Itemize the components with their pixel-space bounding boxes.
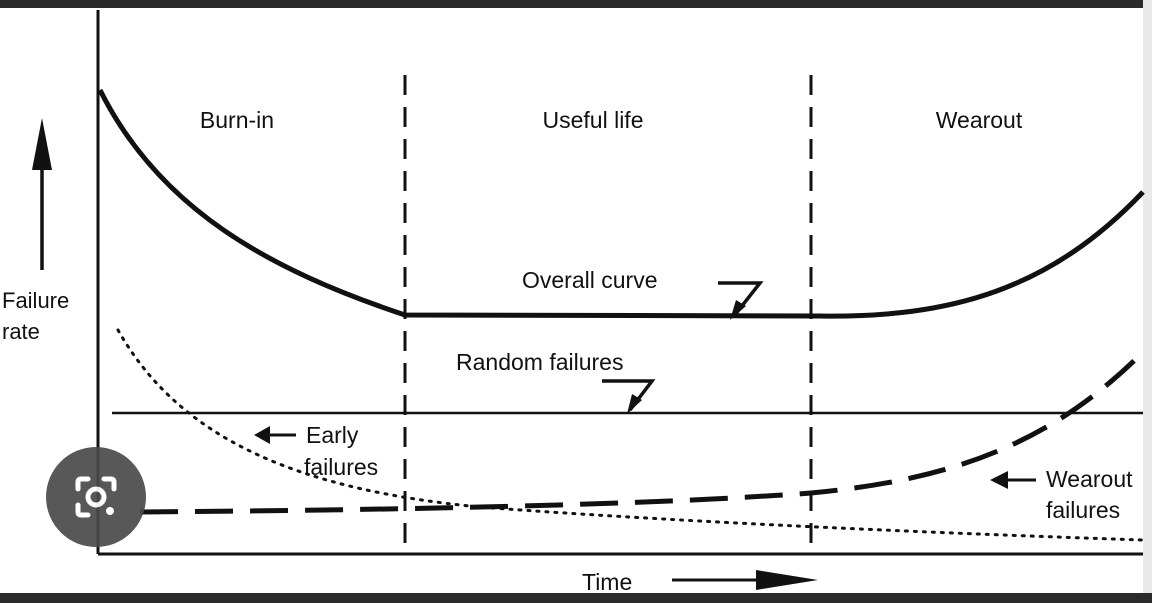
y-axis-label-line2: rate <box>2 319 40 344</box>
top-frame-bar <box>0 0 1152 8</box>
overall-curve-label: Overall curve <box>522 267 657 293</box>
y-axis-label-line1: Failure <box>2 288 69 313</box>
early-failures-pointer <box>254 426 296 444</box>
bottom-frame-bar <box>0 593 1152 603</box>
random-failures-pointer <box>602 379 656 414</box>
overall-curve <box>97 88 1145 319</box>
overall-curve-pointer <box>718 281 764 320</box>
random-failures-label: Random failures <box>456 349 623 375</box>
x-axis-arrow <box>672 570 818 590</box>
y-axis-arrow <box>32 118 52 270</box>
visual-search-button[interactable] <box>46 447 146 547</box>
wearout-failures-curve <box>139 350 1145 515</box>
early-failures-label-line1: Early <box>306 422 359 448</box>
wearout-failures-label-line1: Wearout <box>1046 466 1133 492</box>
x-axis-label: Time <box>582 569 632 595</box>
early-failures-curve <box>116 328 1145 542</box>
region-label-useful-life: Useful life <box>543 107 644 133</box>
right-frame-bar <box>1143 0 1152 603</box>
early-failures-label-line2: failures <box>304 454 378 480</box>
wearout-failures-pointer <box>990 471 1036 489</box>
region-label-wearout: Wearout <box>936 107 1023 133</box>
camera-search-icon <box>75 476 117 518</box>
wearout-failures-label-line2: failures <box>1046 497 1120 523</box>
region-label-burn-in: Burn-in <box>200 107 274 133</box>
